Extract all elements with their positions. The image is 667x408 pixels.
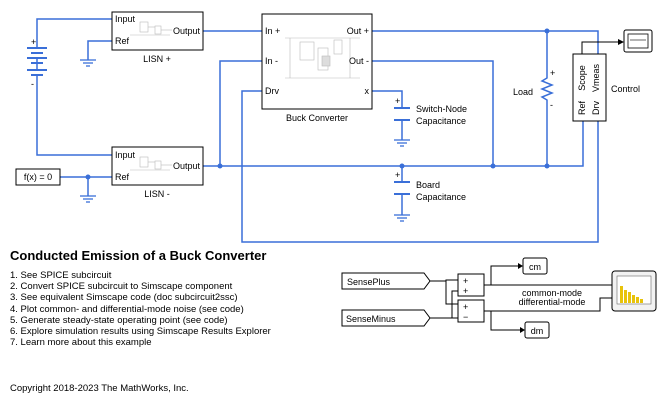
svg-text:-: - <box>550 100 553 110</box>
page-title: Conducted Emission of a Buck Converter <box>10 248 267 263</box>
cm-output-block[interactable]: cm <box>522 257 548 275</box>
signal-label-cm: common-mode <box>522 288 582 298</box>
signal-label-dm: differential-mode <box>519 297 586 307</box>
sum-dm-sign-1: + <box>463 302 468 312</box>
junctions <box>85 28 550 180</box>
board-capacitor[interactable]: + Board Capacitance <box>394 170 466 202</box>
lisn-minus-icon <box>130 156 172 171</box>
lisn-minus-block[interactable]: Input Output Ref LISN - <box>111 146 204 199</box>
dm-output-block[interactable]: dm <box>524 321 550 339</box>
sum-cm-sign-1: + <box>463 276 468 286</box>
solver-config-block[interactable]: f(x) = 0 <box>15 168 61 186</box>
spectrum-analyzer-block[interactable] <box>611 270 657 312</box>
ground-symbols <box>80 59 410 222</box>
switch-node-capacitor[interactable]: + Switch-Node Capacitance <box>394 96 467 126</box>
lisn-minus-label: LISN - <box>144 189 170 199</box>
board-cap-line2: Capacitance <box>416 192 466 202</box>
load-label: Load <box>513 87 533 97</box>
buck-port-drv: Drv <box>265 86 279 96</box>
buck-port-out-plus: Out + <box>347 26 369 36</box>
ground-icon <box>394 214 410 222</box>
buck-port-x: x <box>365 86 370 96</box>
lisn-plus-block[interactable]: Input Output Ref LISN + <box>111 11 204 64</box>
scope-output <box>581 39 624 54</box>
step-convert-spice[interactable]: 2. Convert SPICE subcircuit to Simscape … <box>10 281 233 293</box>
step-learn-more[interactable]: 7. Learn more about this example <box>10 337 152 349</box>
dm-label: dm <box>531 326 544 336</box>
buck-port-out-minus: Out - <box>349 56 369 66</box>
step-see-spice[interactable]: 1. See SPICE subcircuit <box>10 270 112 281</box>
buck-converter-icon <box>285 37 360 79</box>
control-port-vmeas: Vmeas <box>591 63 601 92</box>
control-port-drv: Drv <box>591 101 601 115</box>
physical-connections <box>36 18 599 243</box>
spectrum-icon <box>620 286 643 303</box>
load-resistor[interactable]: + - Load <box>513 68 555 110</box>
buck-converter-label: Buck Converter <box>286 113 348 123</box>
copyright-notice: Copyright 2018-2023 The MathWorks, Inc. <box>10 383 189 394</box>
sense-plus-label: SensePlus <box>347 277 391 287</box>
buck-port-in-plus: In + <box>265 26 280 36</box>
svg-text:+: + <box>550 68 555 78</box>
board-cap-line1: Board <box>416 180 440 190</box>
lisn-plus-port-output: Output <box>173 26 201 36</box>
lisn-plus-label: LISN + <box>143 54 171 64</box>
lisn-plus-port-input: Input <box>115 14 136 24</box>
solver-config-label: f(x) = 0 <box>24 172 52 182</box>
step-results-explorer[interactable]: 6. Explore simulation results using Sims… <box>10 326 271 338</box>
ground-icon <box>394 139 410 147</box>
control-port-ref: Ref <box>577 101 587 116</box>
sum-differential-mode[interactable]: + − <box>457 299 485 323</box>
lisn-minus-port-input: Input <box>115 150 136 160</box>
step-steady-state[interactable]: 5. Generate steady-state operating point… <box>10 314 228 326</box>
svg-text:+: + <box>395 170 400 180</box>
svg-text:+: + <box>31 37 36 47</box>
sum-cm-sign-2: + <box>463 286 468 296</box>
svg-text:-: - <box>31 79 34 89</box>
sum-common-mode[interactable]: + + <box>457 273 485 297</box>
lisn-plus-port-ref: Ref <box>115 36 130 46</box>
sense-plus-block[interactable]: SensePlus <box>341 272 431 290</box>
sense-minus-label: SenseMinus <box>346 314 396 324</box>
buck-port-in-minus: In - <box>265 56 278 66</box>
sense-minus-block[interactable]: SenseMinus <box>341 309 431 327</box>
instruction-list: 1. See SPICE subcircuit 2. Convert SPICE… <box>10 270 271 348</box>
dc-source[interactable]: + - <box>27 37 47 89</box>
step-see-code[interactable]: 3. See equivalent Simscape code (doc sub… <box>10 292 238 304</box>
step-plot-noise[interactable]: 4. Plot common- and differential-mode no… <box>10 303 244 315</box>
lisn-plus-icon <box>130 21 172 36</box>
buck-converter-block[interactable]: In + In - Drv Out + Out - x Buck Convert… <box>261 13 373 123</box>
control-scope-block[interactable] <box>623 29 653 53</box>
ground-icon <box>80 195 96 203</box>
switch-node-cap-line2: Capacitance <box>416 116 466 126</box>
lisn-minus-port-ref: Ref <box>115 172 130 182</box>
switch-node-cap-line1: Switch-Node <box>416 104 467 114</box>
control-port-scope: Scope <box>577 65 587 91</box>
svg-text:+: + <box>395 96 400 106</box>
lisn-minus-port-output: Output <box>173 161 201 171</box>
cm-label: cm <box>529 262 541 272</box>
control-label: Control <box>611 84 640 94</box>
ground-icon <box>80 59 96 67</box>
control-block[interactable]: Scope Vmeas Ref Drv Control <box>572 53 640 122</box>
sum-dm-sign-2: − <box>463 312 468 322</box>
